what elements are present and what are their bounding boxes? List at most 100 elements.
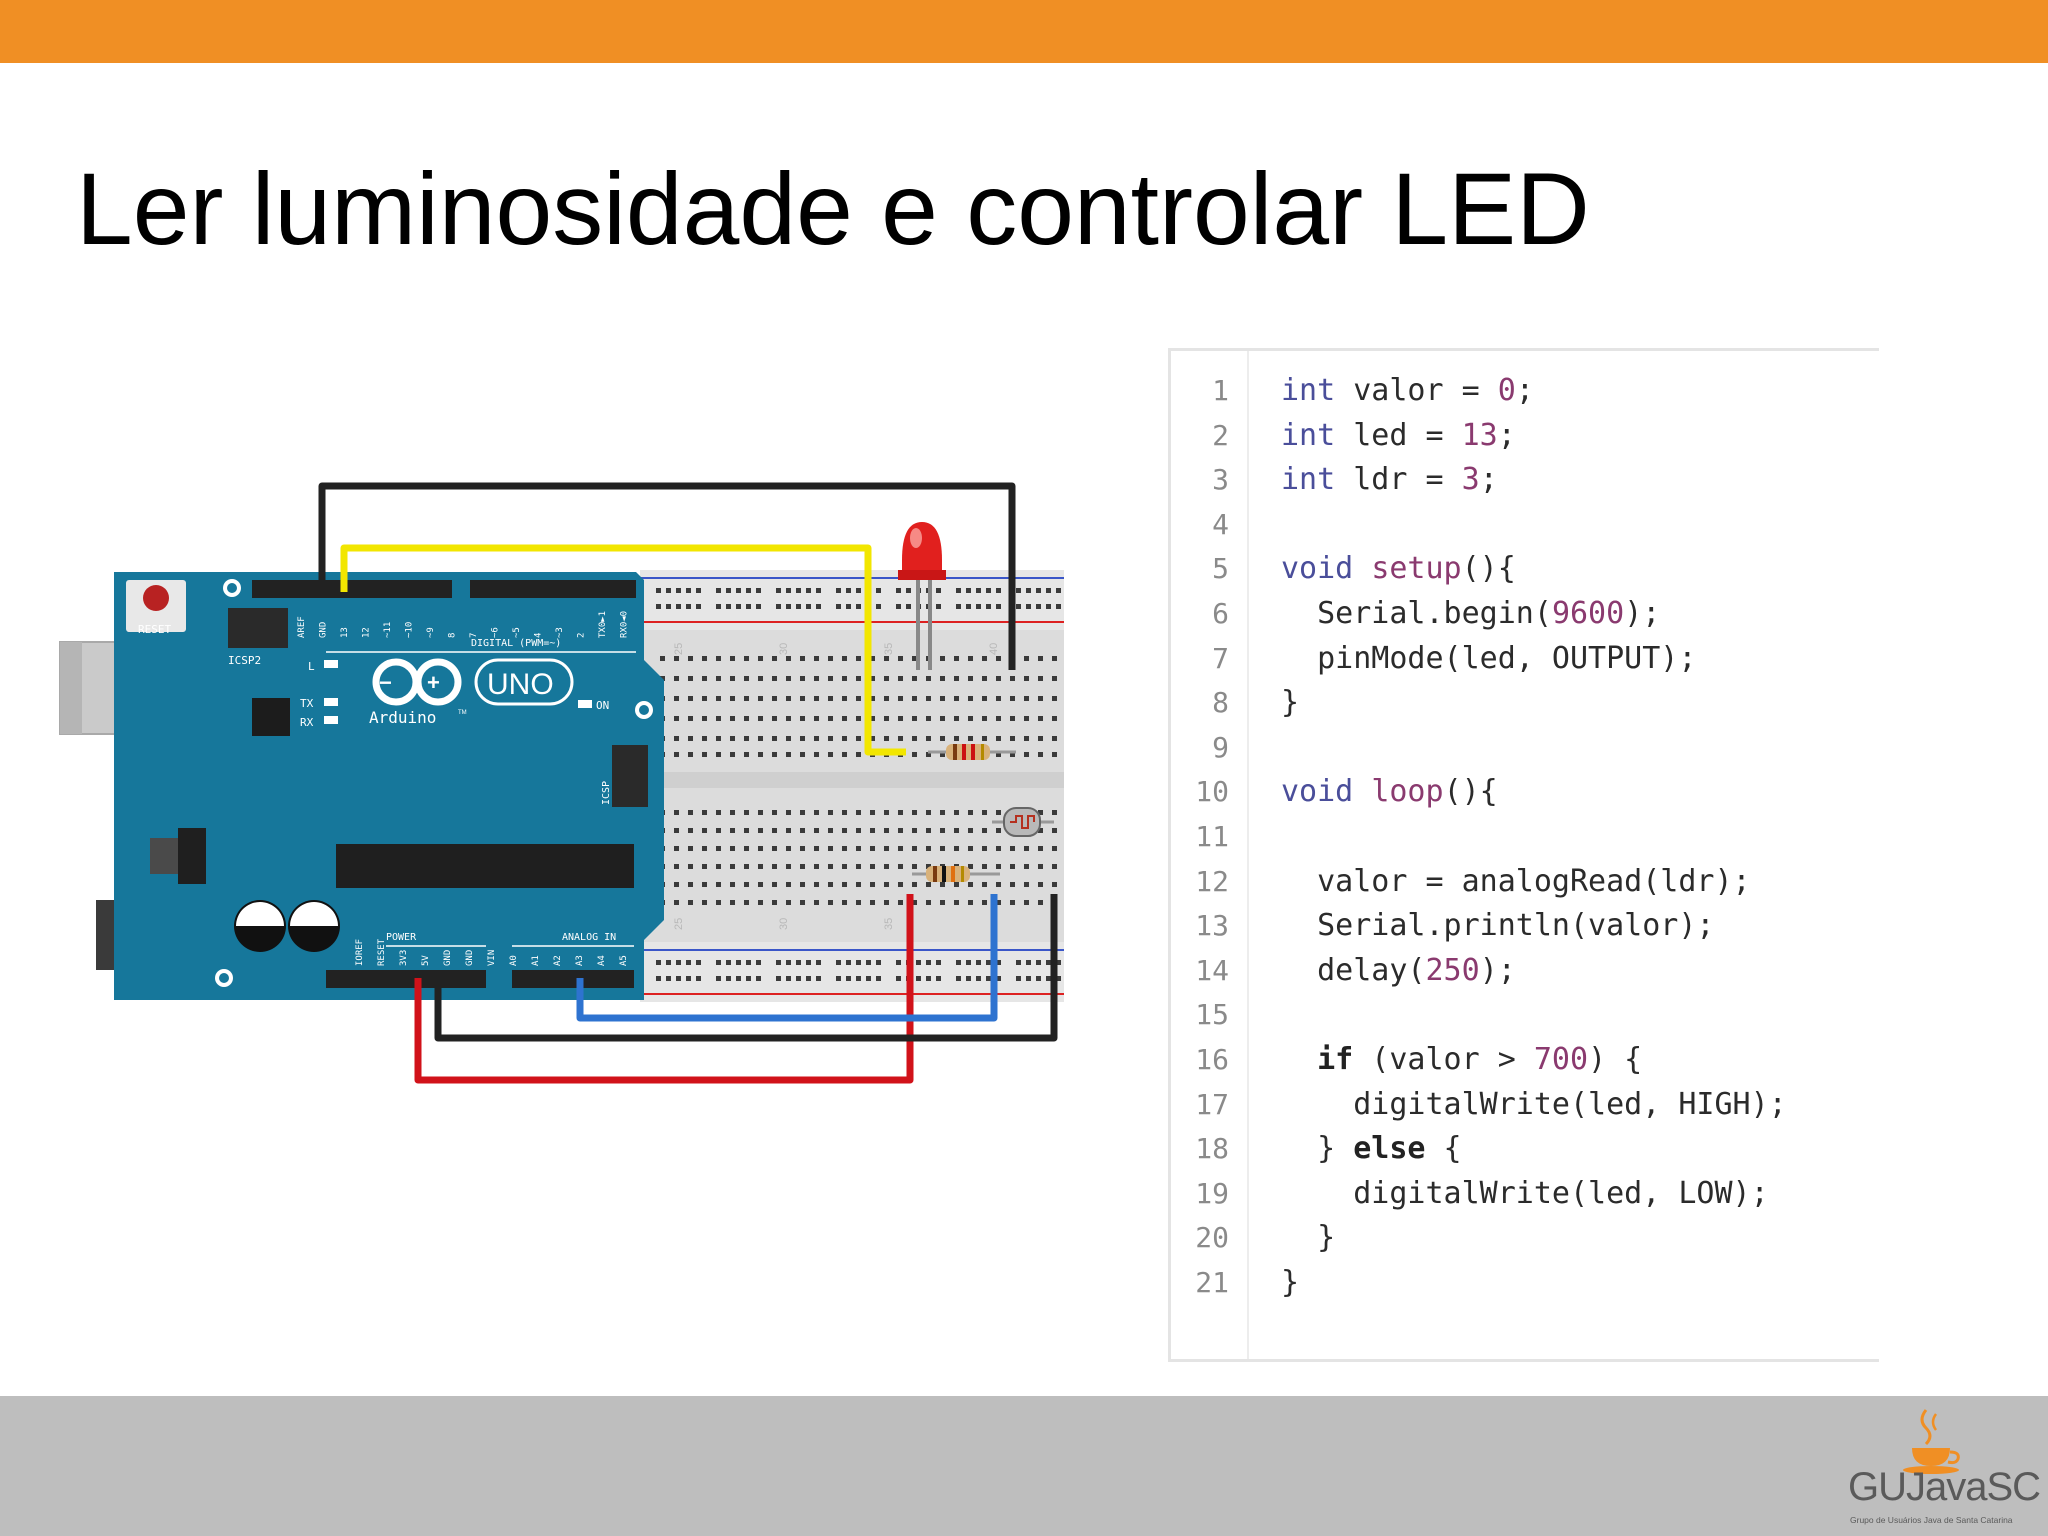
code-token: 250: [1425, 952, 1480, 988]
code-token: 3: [1461, 462, 1480, 498]
pin-label: IOREF: [355, 939, 365, 966]
pin-label: ~3: [555, 627, 565, 638]
code-token: }: [1281, 685, 1300, 721]
code-token: int: [1281, 373, 1336, 408]
code-line: delay(250);: [1281, 949, 1516, 994]
line-number: 6: [1212, 597, 1229, 630]
trademark-label: TM: [458, 710, 467, 716]
logo-wordmark: GUJavaSC: [1848, 1465, 2041, 1509]
line-number: 5: [1212, 552, 1229, 586]
digital-pwm-label: DIGITAL (PWM=~): [471, 638, 561, 649]
pin-label: RESET: [377, 938, 387, 966]
breadboard-column-35: 35: [883, 643, 895, 655]
logo-subtitle: Grupo de Usuários Java de Santa Catarina: [1850, 1515, 2013, 1525]
pin-label: A2: [553, 955, 563, 966]
code-token: );: [1479, 952, 1516, 988]
arduino-brand-label: Arduino: [369, 708, 436, 727]
pin-label: RX0◄0: [620, 611, 630, 638]
code-token: valor =: [1335, 373, 1498, 408]
line-number: 21: [1195, 1266, 1229, 1299]
coffee-steam-icon: [1920, 1409, 1932, 1446]
coffee-cup-icon: [1912, 1448, 1950, 1466]
code-token: ldr =: [1335, 462, 1462, 498]
pin-label: 7: [469, 633, 479, 638]
code-token: Serial.begin(: [1281, 596, 1552, 631]
code-line: } else {: [1281, 1127, 1462, 1172]
code-line: pinMode(led, OUTPUT);: [1281, 637, 1696, 682]
resistor-led: [928, 744, 1016, 760]
line-number: 18: [1195, 1132, 1229, 1166]
bottom-footer-bar: [0, 1396, 2048, 1536]
ldr-photoresistor: [992, 807, 1054, 837]
pin-label: 12: [362, 627, 372, 638]
pin-label: ~6: [491, 627, 501, 638]
resistor-ldr: [912, 866, 1000, 882]
code-line: int led = 13;: [1281, 414, 1516, 459]
code-token: [1353, 774, 1371, 809]
code-token: 13: [1461, 417, 1498, 453]
breadboard-column-40: 40: [988, 643, 1000, 655]
code-token: 700: [1533, 1042, 1589, 1077]
code-token: );: [1624, 596, 1661, 631]
code-token: [1281, 1042, 1317, 1077]
line-number: 12: [1195, 864, 1229, 898]
code-token: void: [1281, 774, 1354, 810]
pin-label: 13: [340, 627, 350, 638]
code-token: pinMode(led, OUTPUT);: [1281, 640, 1697, 676]
pin-label: VIN: [487, 950, 497, 966]
code-line: int ldr = 3;: [1281, 458, 1498, 503]
code-token: int: [1281, 417, 1336, 453]
code-token: digitalWrite(led, LOW);: [1281, 1175, 1769, 1211]
icsp-label: ICSP: [601, 781, 612, 805]
pin-label: GND: [319, 622, 329, 638]
icsp2-label: ICSP2: [228, 654, 261, 667]
line-number: 9: [1212, 730, 1229, 764]
pin-label: AREF: [297, 616, 307, 638]
code-token: loop: [1371, 774, 1444, 810]
line-number: 16: [1195, 1043, 1229, 1076]
code-line: int valor = 0;: [1281, 369, 1534, 414]
code-line: if (valor > 700) {: [1281, 1038, 1642, 1083]
pin-label: ~11: [383, 622, 393, 638]
code-token: digitalWrite(led, HIGH);: [1281, 1086, 1787, 1122]
breadboard-column-35-lower: 35: [883, 918, 895, 930]
code-line: void loop(){: [1281, 770, 1498, 815]
rx-led-label: RX: [300, 716, 314, 729]
black-wire-gnd: [318, 482, 1016, 670]
code-token: ;: [1479, 462, 1498, 498]
breadboard-column-30-lower: 30: [778, 918, 790, 930]
code-token: ;: [1497, 417, 1516, 453]
code-token: [1353, 551, 1371, 586]
code-token: (){: [1461, 551, 1516, 587]
code-token: Serial.println(valor);: [1281, 908, 1715, 944]
pin-label: GND: [443, 950, 453, 966]
slide-title: Ler luminosidade e controlar LED: [76, 152, 1590, 266]
red-wire-5v: [414, 894, 914, 1084]
pin-label: 8: [448, 633, 458, 638]
code-line: valor = analogRead(ldr);: [1281, 860, 1751, 905]
svg-text:+: +: [427, 670, 440, 695]
uno-label: UNO: [487, 668, 554, 701]
pin-label: 2: [577, 633, 587, 638]
code-token: ;: [1515, 373, 1534, 408]
line-number: 19: [1195, 1176, 1229, 1210]
pin-label: A5: [619, 955, 629, 966]
breadboard-column-25-lower: 25: [673, 918, 685, 930]
code-token: 9600: [1551, 596, 1625, 631]
line-number: 17: [1195, 1087, 1229, 1121]
line-number: 4: [1212, 507, 1229, 541]
pin-label: ~5: [512, 627, 522, 638]
code-token: else: [1353, 1131, 1426, 1167]
tx-led-label: TX: [300, 697, 314, 710]
pin-label: 4: [534, 633, 544, 638]
pin-label: A0: [509, 955, 519, 966]
code-token: void: [1281, 551, 1354, 587]
pin-label: A1: [531, 955, 541, 966]
code-line: void setup(){: [1281, 547, 1516, 592]
code-token: if: [1317, 1042, 1354, 1077]
code-token: ) {: [1588, 1042, 1643, 1077]
code-line: }: [1281, 1216, 1335, 1261]
